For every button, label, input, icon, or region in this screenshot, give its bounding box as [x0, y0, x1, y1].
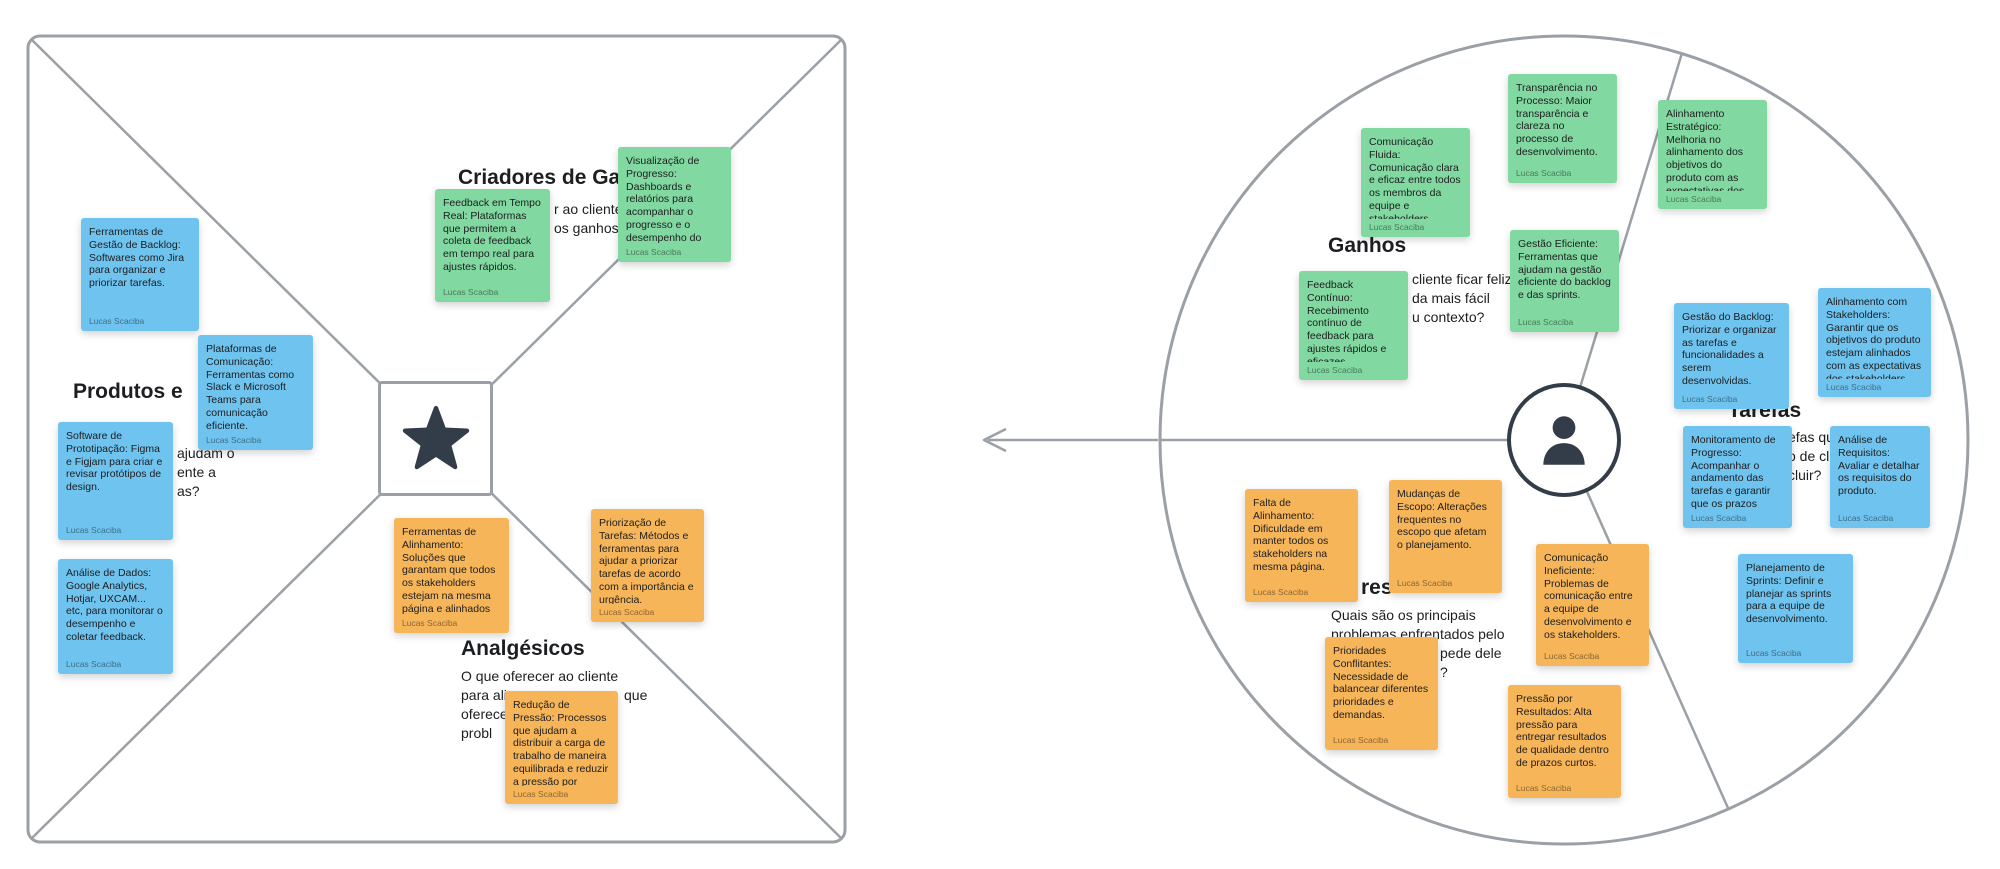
sticky-note[interactable]: Software de Prototipação: Figma e Figjam…	[58, 422, 173, 540]
note-author: Lucas Scaciba	[513, 789, 569, 799]
sticky-note[interactable]: Visualização de Progresso: Dashboards e …	[618, 147, 731, 262]
sticky-note[interactable]: Falta de Alinhamento: Dificuldade em man…	[1245, 489, 1358, 602]
star-icon	[402, 405, 469, 469]
note-author: Lucas Scaciba	[1666, 194, 1722, 204]
note-author: Lucas Scaciba	[402, 618, 458, 628]
sticky-note-text: Feedback em Tempo Real: Plataformas que …	[443, 197, 541, 273]
sticky-note[interactable]: Análise de Dados: Google Analytics, Hotj…	[58, 559, 173, 674]
sticky-note[interactable]: Análise de Requisitos: Avaliar e detalha…	[1830, 426, 1930, 528]
sticky-note[interactable]: Comunicação Fluida: Comunicação clara e …	[1361, 128, 1470, 237]
sticky-note-text: Gestão Eficiente: Ferramentas que ajudam…	[1518, 238, 1611, 302]
sticky-note[interactable]: Ferramentas de Alinhamento: Soluções que…	[394, 518, 509, 633]
note-author: Lucas Scaciba	[1369, 222, 1425, 232]
sticky-note-text: Ferramentas de Gestão de Backlog: Softwa…	[89, 226, 185, 290]
sticky-note[interactable]: Redução de Pressão: Processos que ajudam…	[505, 691, 618, 804]
note-author: Lucas Scaciba	[1682, 394, 1738, 404]
sticky-note[interactable]: Ferramentas de Gestão de Backlog: Softwa…	[81, 218, 199, 331]
sticky-note-text: Falta de Alinhamento: Dificuldade em man…	[1253, 497, 1329, 573]
note-author: Lucas Scaciba	[1838, 513, 1894, 523]
sticky-note-text: Análise de Dados: Google Analytics, Hotj…	[66, 567, 163, 643]
sticky-note[interactable]: Monitoramento de Progresso: Acompanhar o…	[1683, 426, 1792, 528]
note-author: Lucas Scaciba	[1307, 365, 1363, 375]
sticky-note-text: Gestão do Backlog: Priorizar e organizar…	[1682, 311, 1777, 387]
note-author: Lucas Scaciba	[1544, 651, 1600, 661]
sticky-note[interactable]: Feedback em Tempo Real: Plataformas que …	[435, 189, 550, 302]
sticky-note-text: Planejamento de Sprints: Definir e plane…	[1746, 562, 1832, 626]
note-author: Lucas Scaciba	[1253, 587, 1309, 597]
sticky-note[interactable]: Priorização de Tarefas: Métodos e ferram…	[591, 509, 704, 622]
sticky-note-text: Prioridades Conflitantes: Necessidade de…	[1333, 645, 1429, 721]
sticky-note[interactable]: Gestão Eficiente: Ferramentas que ajudam…	[1510, 230, 1619, 332]
note-author: Lucas Scaciba	[1397, 578, 1453, 588]
note-author: Lucas Scaciba	[1518, 317, 1574, 327]
sticky-note[interactable]: Pressão por Resultados: Alta pressão par…	[1508, 685, 1621, 798]
sticky-note[interactable]: Gestão do Backlog: Priorizar e organizar…	[1674, 303, 1789, 409]
sticky-note-text: Monitoramento de Progresso: Acompanhar o…	[1691, 434, 1776, 510]
left-arrow-icon[interactable]	[982, 427, 1158, 453]
value-map-square[interactable]	[26, 34, 847, 844]
sticky-note[interactable]: Planejamento de Sprints: Definir e plane…	[1738, 554, 1853, 663]
sticky-note[interactable]: Comunicação Ineficiente: Problemas de co…	[1536, 544, 1649, 666]
sticky-note-text: Pressão por Resultados: Alta pressão par…	[1516, 693, 1609, 769]
note-author: Lucas Scaciba	[66, 525, 122, 535]
sticky-note-text: Análise de Requisitos: Avaliar e detalha…	[1838, 434, 1920, 498]
sticky-note[interactable]: Prioridades Conflitantes: Necessidade de…	[1325, 637, 1438, 750]
note-author: Lucas Scaciba	[626, 247, 682, 257]
sticky-note[interactable]: Transparência no Processo: Maior transpa…	[1508, 74, 1617, 183]
note-author: Lucas Scaciba	[66, 659, 122, 669]
note-author: Lucas Scaciba	[599, 607, 655, 617]
sticky-note-text: Redução de Pressão: Processos que ajudam…	[513, 699, 609, 786]
sticky-note-text: Ferramentas de Alinhamento: Soluções que…	[402, 526, 496, 615]
sticky-note-text: Transparência no Processo: Maior transpa…	[1516, 82, 1598, 158]
note-author: Lucas Scaciba	[1826, 382, 1882, 392]
note-author: Lucas Scaciba	[1691, 513, 1747, 523]
sticky-note[interactable]: Feedback Contínuo: Recebimento contínuo …	[1299, 271, 1408, 380]
value-map-center-badge[interactable]	[378, 381, 493, 496]
note-author: Lucas Scaciba	[89, 316, 145, 326]
sticky-note-text: Priorização de Tarefas: Métodos e ferram…	[599, 517, 694, 604]
note-author: Lucas Scaciba	[1516, 783, 1572, 793]
sticky-note-text: Software de Prototipação: Figma e Figjam…	[66, 430, 163, 494]
note-author: Lucas Scaciba	[1333, 735, 1389, 745]
note-author: Lucas Scaciba	[1746, 648, 1802, 658]
note-author: Lucas Scaciba	[443, 287, 499, 297]
sticky-note-text: Comunicação Ineficiente: Problemas de co…	[1544, 552, 1633, 641]
sticky-note-text: Comunicação Fluida: Comunicação clara e …	[1369, 136, 1461, 219]
sticky-note[interactable]: Alinhamento Estratégico: Melhoria no ali…	[1658, 100, 1767, 209]
sticky-note[interactable]: Mudanças de Escopo: Alterações frequente…	[1389, 480, 1502, 593]
customer-profile-center-badge[interactable]	[1507, 383, 1621, 497]
sticky-note[interactable]: Plataformas de Comunicação: Ferramentas …	[198, 335, 313, 450]
sticky-note-text: Alinhamento com Stakeholders: Garantir q…	[1826, 296, 1922, 379]
person-icon	[1543, 416, 1585, 465]
sticky-note-text: Visualização de Progresso: Dashboards e …	[626, 155, 702, 244]
sticky-note-text: Mudanças de Escopo: Alterações frequente…	[1397, 488, 1487, 552]
sticky-note-text: Plataformas de Comunicação: Ferramentas …	[206, 343, 295, 432]
sticky-note-text: Alinhamento Estratégico: Melhoria no ali…	[1666, 108, 1745, 191]
sticky-note[interactable]: Alinhamento com Stakeholders: Garantir q…	[1818, 288, 1931, 397]
note-author: Lucas Scaciba	[206, 435, 262, 445]
sticky-note-text: Feedback Contínuo: Recebimento contínuo …	[1307, 279, 1387, 362]
note-author: Lucas Scaciba	[1516, 168, 1572, 178]
